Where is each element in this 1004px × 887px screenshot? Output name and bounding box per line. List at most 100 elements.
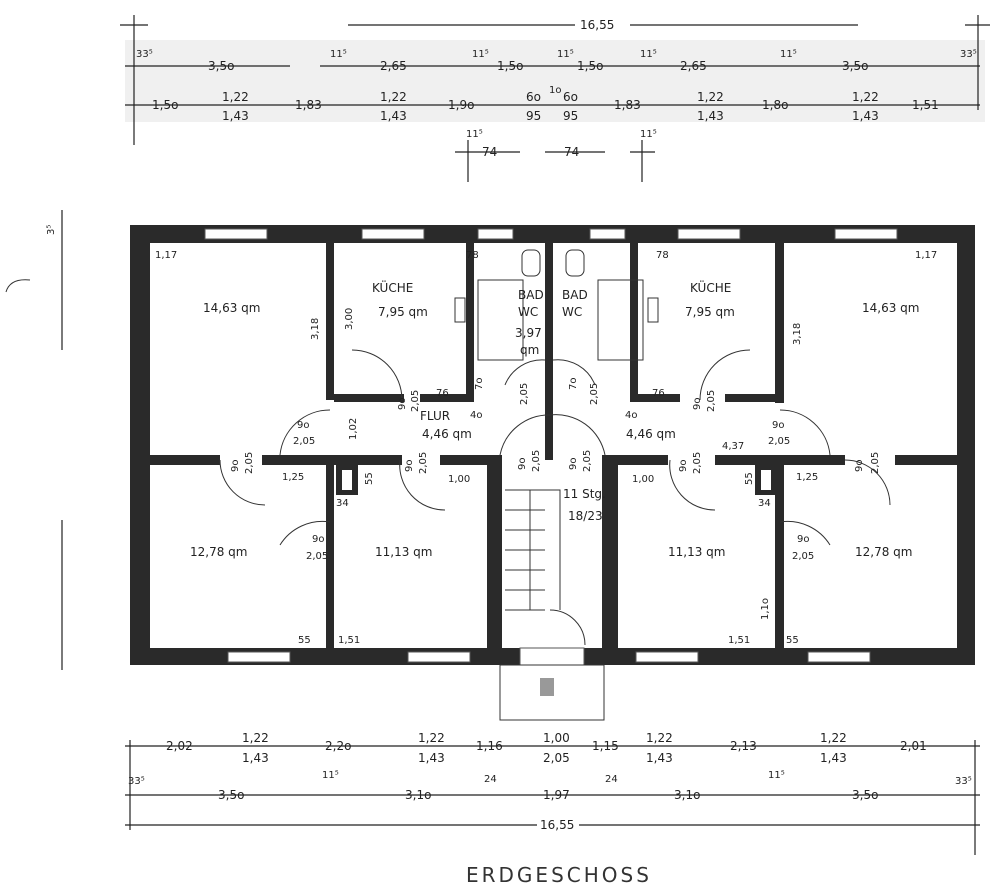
dim: 11⁵ <box>768 770 785 781</box>
dim: 2,05 <box>531 450 542 472</box>
dim: 1,02 <box>348 418 359 440</box>
dim: 3,1o <box>674 788 700 802</box>
dim: 1,43 <box>820 751 847 765</box>
dim: 74 <box>564 145 579 159</box>
dim: 3⁵ <box>46 225 57 235</box>
room-bath-left-unit: qm <box>520 343 539 357</box>
room-bath-right-wc: WC <box>562 305 582 319</box>
dim: 6o <box>526 90 541 104</box>
dim: 3,5o <box>852 788 878 802</box>
dim: 2,05 <box>692 452 703 474</box>
dim: 1,51 <box>728 635 750 646</box>
dim: 33⁵ <box>128 776 145 787</box>
left-dimensions: 3⁵ <box>5 210 63 670</box>
dim: 55 <box>364 472 375 485</box>
dim: 3,00 <box>344 308 355 330</box>
dim: 1,43 <box>222 109 249 123</box>
dim: 2,01 <box>900 739 927 753</box>
dim: 78 <box>466 250 479 261</box>
dim: 11⁵ <box>466 129 483 140</box>
dim: 34 <box>336 498 349 509</box>
dim: 2,05 <box>543 751 570 765</box>
dim: 2,2o <box>325 739 351 753</box>
dim: 11⁵ <box>330 49 347 60</box>
dim: 1,97 <box>543 788 570 802</box>
dim: 9o <box>797 534 809 545</box>
dim: 2,02 <box>166 739 193 753</box>
dim: 34 <box>758 498 771 509</box>
plan-title: ERDGESCHOSS <box>466 863 652 887</box>
dim: 7o <box>474 378 485 390</box>
dim: 1,43 <box>418 751 445 765</box>
dim: 9o <box>517 458 528 470</box>
dim: 2,05 <box>582 450 593 472</box>
dim: 6o <box>563 90 578 104</box>
dim: 3,5o <box>842 59 868 73</box>
dim: 2,05 <box>410 390 421 412</box>
dim: 3,18 <box>792 323 803 345</box>
dim: 1,17 <box>155 250 177 261</box>
room-stairs: 11 Stg. <box>563 487 606 501</box>
room-bath-right: BAD <box>562 288 588 302</box>
dim: 55 <box>744 472 755 485</box>
dim: 9o <box>692 398 703 410</box>
dim: 1,51 <box>338 635 360 646</box>
dim: 1,5o <box>497 59 523 73</box>
dim: 1,9o <box>448 98 474 112</box>
dim: 4,37 <box>722 441 744 452</box>
dim: 2,05 <box>293 436 315 447</box>
dim: 1,00 <box>448 474 470 485</box>
dim: 78 <box>656 250 669 261</box>
dim: 95 <box>526 109 541 123</box>
bottom-total: 16,55 <box>540 818 574 832</box>
dim: 2,13 <box>730 739 757 753</box>
room-bed-right-outer: 12,78 qm <box>855 545 912 559</box>
dim: 76 <box>436 388 449 399</box>
dim: 2,05 <box>418 452 429 474</box>
dim: 9o <box>568 458 579 470</box>
room-living-left: 14,63 qm <box>203 301 260 315</box>
room-kitchen-left-area: 7,95 qm <box>378 305 428 319</box>
dim: 2,05 <box>589 383 600 405</box>
room-kitchen-right: KÜCHE <box>690 279 731 295</box>
dim: 33⁵ <box>136 49 153 60</box>
dim: 11⁵ <box>780 49 797 60</box>
dim: 2,05 <box>306 551 328 562</box>
top-row2: 1,5o 1,22 1,43 1,83 1,22 1,43 1,9o 6o 95… <box>152 85 939 123</box>
room-bed-left-inner: 11,13 qm <box>375 545 432 559</box>
inner-dimensions: 1,17 3,18 3,00 78 78 3,18 1,17 9o 2,05 1… <box>155 250 937 646</box>
dim: 4o <box>470 410 482 421</box>
dim: 1o <box>549 85 561 96</box>
dim: 1,5o <box>577 59 603 73</box>
dim: 1,22 <box>242 731 269 745</box>
room-kitchen-right-area: 7,95 qm <box>685 305 735 319</box>
room-hall-left-area: 4,46 qm <box>422 427 472 441</box>
dim: 2,05 <box>792 551 814 562</box>
dim: 9o <box>678 460 689 472</box>
room-hall-left: FLUR <box>420 409 450 423</box>
dim: 11⁵ <box>472 49 489 60</box>
dim: 1,25 <box>796 472 818 483</box>
staircase <box>499 489 605 721</box>
dim: 2,05 <box>519 383 530 405</box>
dim: 1,22 <box>697 90 724 104</box>
windows <box>204 228 898 666</box>
dim: 4o <box>625 410 637 421</box>
dim: 7o <box>568 378 579 390</box>
room-bath-left-wc: WC <box>518 305 538 319</box>
dim: 1,22 <box>820 731 847 745</box>
dim: 1,83 <box>614 98 641 112</box>
room-bed-left-outer: 12,78 qm <box>190 545 247 559</box>
dim: 1,22 <box>418 731 445 745</box>
dim: 1,43 <box>646 751 673 765</box>
dim: 1,51 <box>912 98 939 112</box>
dim: 1,43 <box>697 109 724 123</box>
dim: 1,43 <box>242 751 269 765</box>
dim: 1,00 <box>632 474 654 485</box>
dim: 2,65 <box>380 59 407 73</box>
dim: 9o <box>404 460 415 472</box>
dim: 1,22 <box>852 90 879 104</box>
room-bath-left-area: 3,97 <box>515 326 542 340</box>
dim: 2,05 <box>870 452 881 474</box>
